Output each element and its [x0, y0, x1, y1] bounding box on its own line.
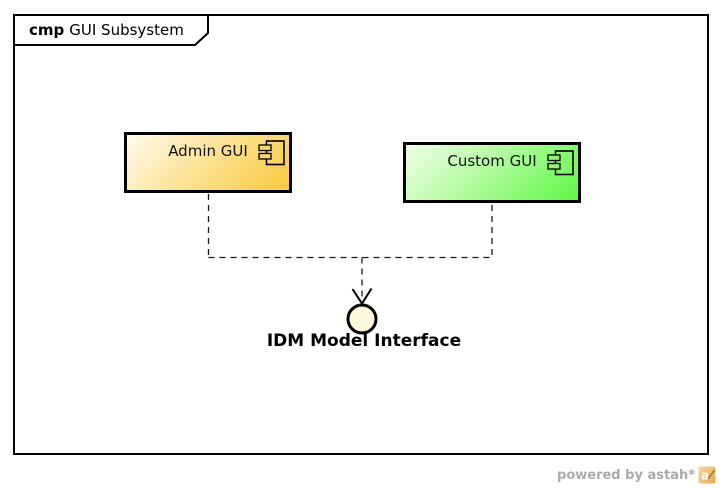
astah-logo-icon: a [698, 466, 716, 484]
interface-lollipop [346, 303, 378, 335]
frame-title-text: GUI Subsystem [69, 21, 184, 39]
component-icon [547, 150, 574, 176]
component-icon [258, 140, 285, 166]
astah-logo-letter: a [701, 469, 709, 483]
component-custom-gui: Custom GUI [403, 142, 581, 203]
component-admin-gui: Admin GUI [124, 132, 292, 193]
component-label: Admin GUI [168, 142, 248, 160]
frame-tab-shape [13, 14, 209, 46]
diagram-frame [13, 14, 709, 455]
frame-keyword: cmp [29, 21, 65, 39]
frame-title-tab [13, 14, 209, 46]
interface-label: IDM Model Interface [266, 331, 462, 351]
watermark: powered by astah* a [557, 466, 716, 484]
component-label: Custom GUI [447, 152, 537, 170]
watermark-text: powered by astah* [557, 467, 695, 483]
